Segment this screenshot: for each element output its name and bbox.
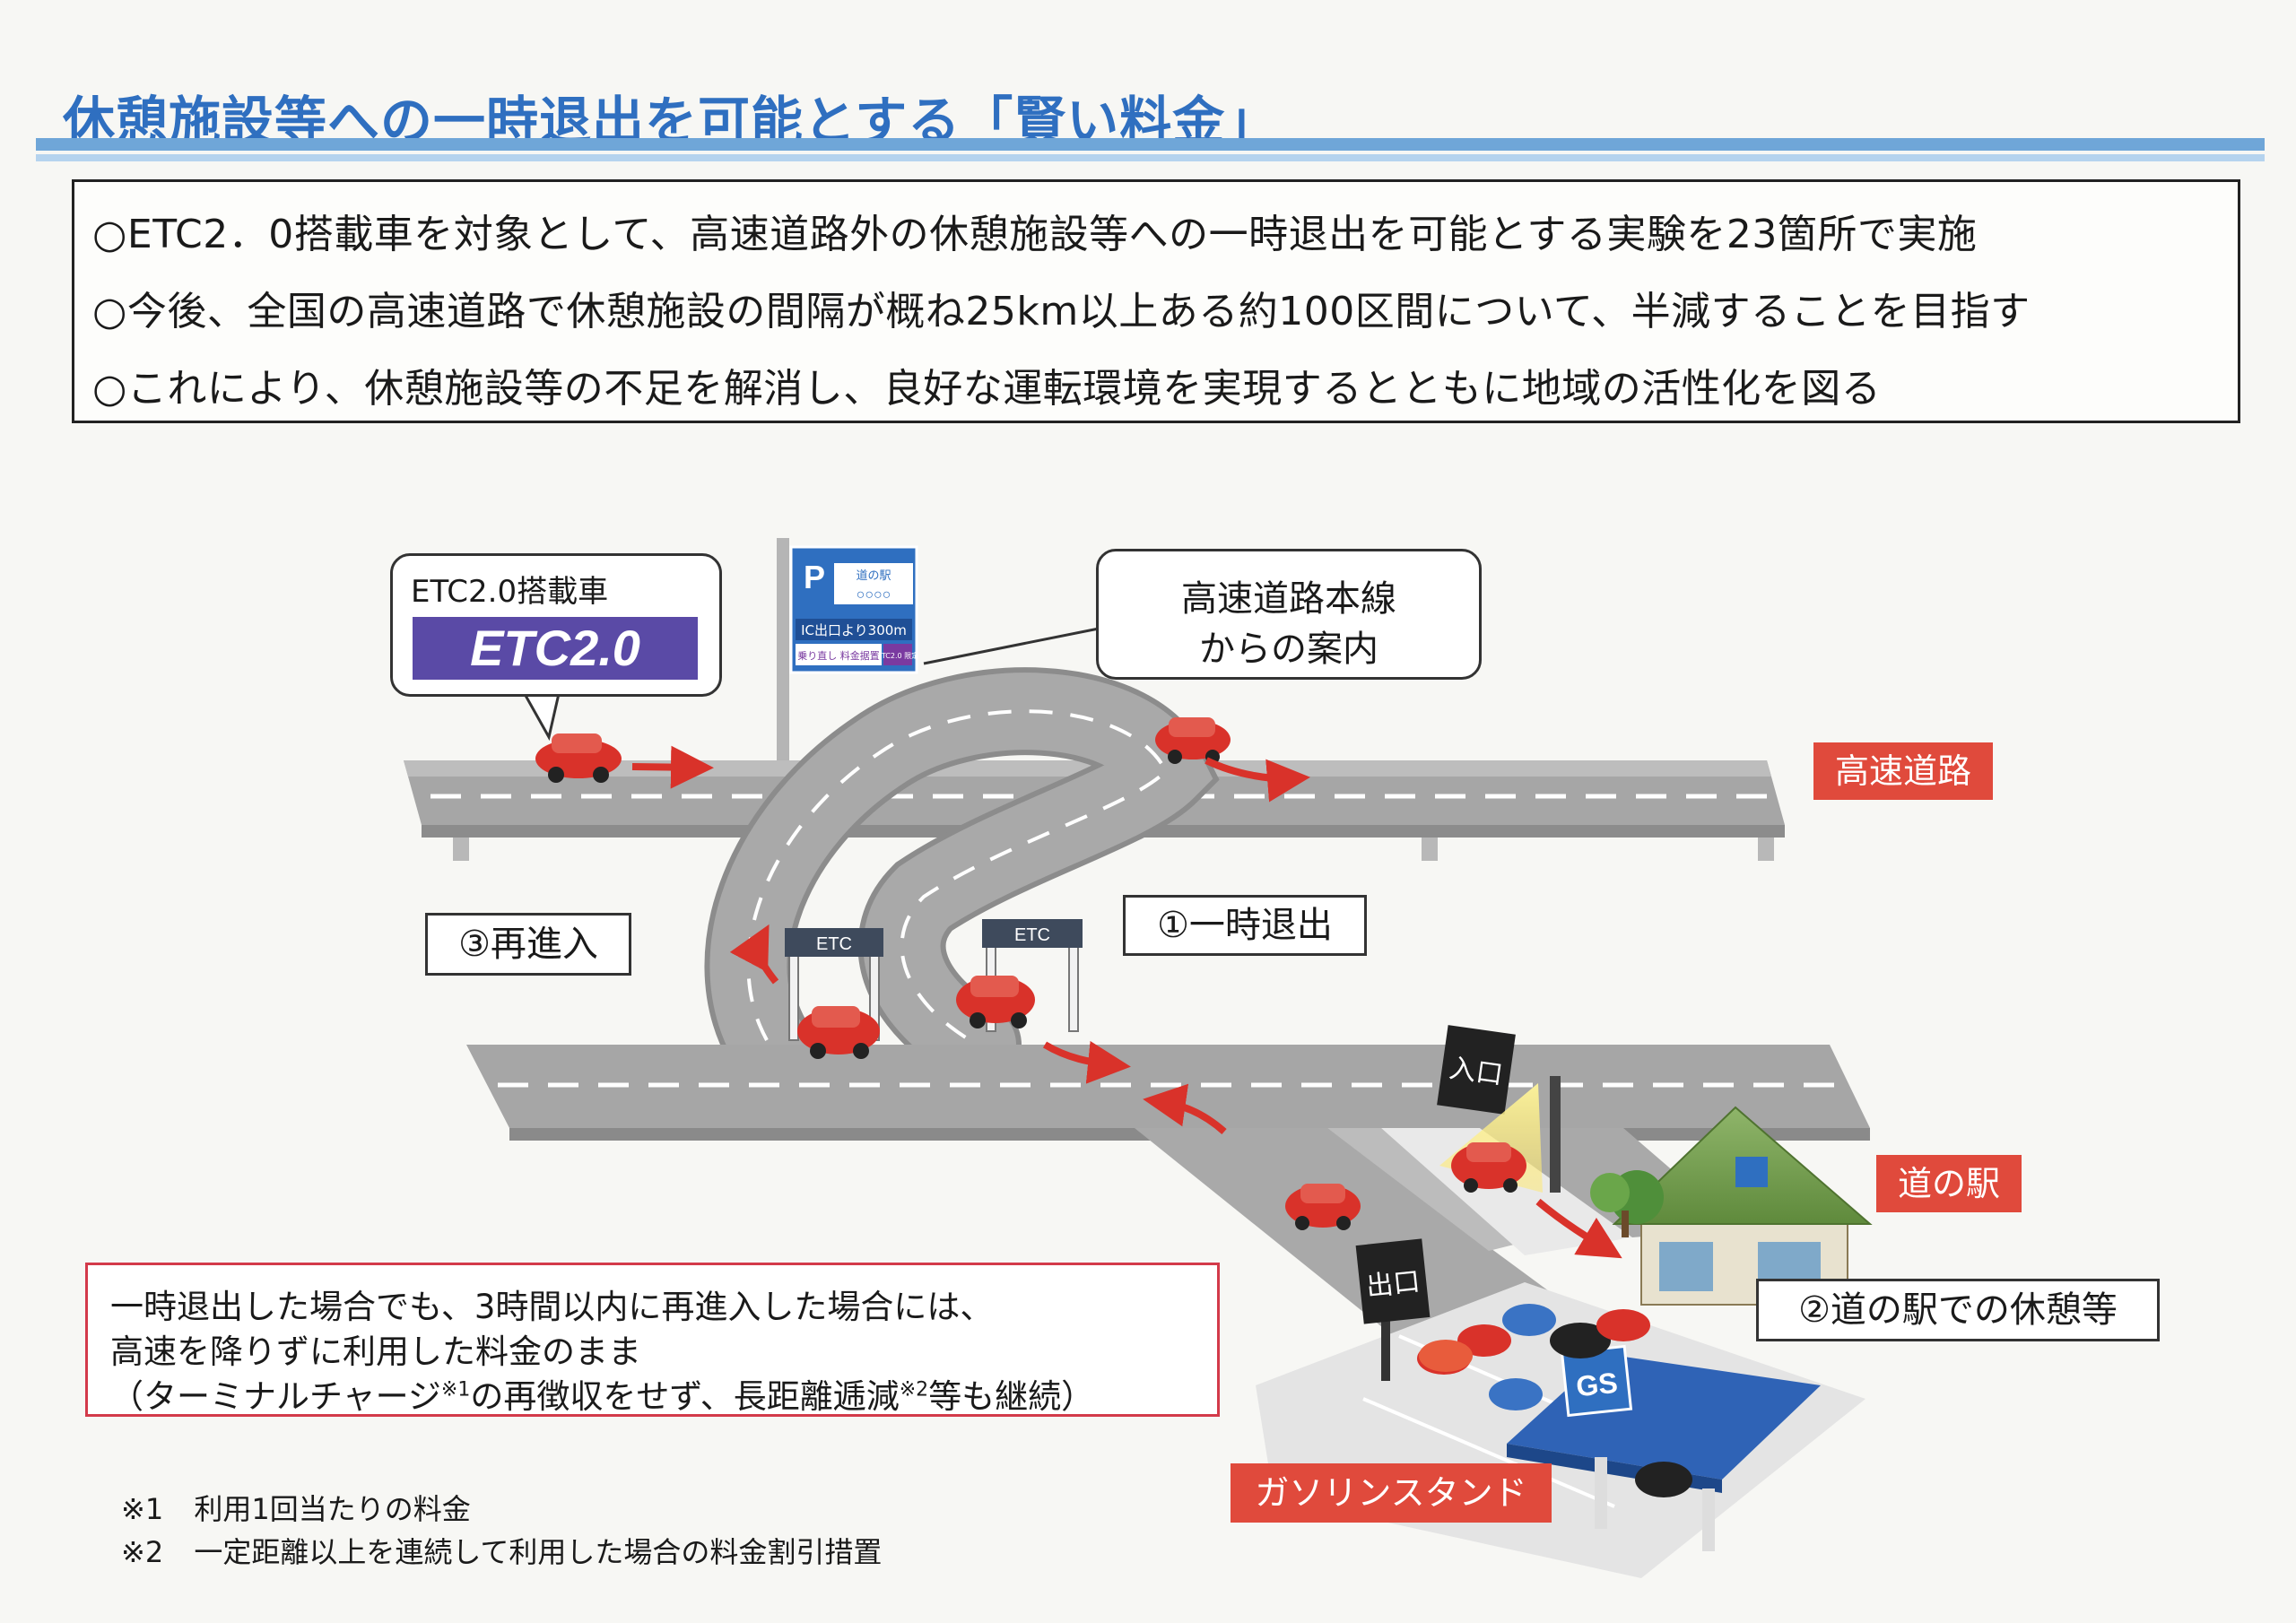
exit-signboard: 出口 — [1355, 1238, 1431, 1381]
sign-note: 乗り直し 料金据置 — [797, 649, 880, 662]
note-box: 一時退出した場合でも、3時間以内に再進入した場合には、 高速を降りずに利用した料… — [85, 1263, 1220, 1417]
michi-no-eki-tag: 道の駅 — [1876, 1155, 2022, 1212]
note-line-2: 高速を降りずに利用した料金のまま — [110, 1332, 641, 1371]
summary-line-3: ○これにより、休憩施設等の不足を解消し、良好な運転環境を実現するとともに地域の活… — [92, 366, 1882, 412]
interchange-ramp — [704, 667, 1220, 1089]
guide-callout-line1: 高速道路本線 — [1181, 578, 1396, 620]
car-entrance — [1451, 1142, 1526, 1193]
note-line-3-c: 等も継続） — [928, 1377, 1095, 1416]
note-sup-1: ※1 — [440, 1378, 471, 1402]
svg-text:P: P — [804, 559, 825, 595]
note-line-3-b: の再徴収をせず、長距離逓減 — [470, 1377, 900, 1416]
title-area: 休憩施設等への一時退出を可能とする「賢い料金」 — [36, 54, 2265, 161]
svg-text:○○○○: ○○○○ — [857, 587, 891, 603]
gs-sign-text: GS — [1575, 1367, 1620, 1403]
etc-logo: ETC2.0 — [413, 617, 698, 680]
general-road — [466, 1045, 1870, 1141]
route-arrows — [631, 745, 1622, 1259]
car-ramp-2 — [956, 976, 1035, 1028]
summary-line-1: ○ETC2．0搭載車を対象として、高速道路外の休憩施設等への一時退出を可能とする… — [92, 212, 1978, 257]
car-ramp-1 — [797, 1006, 880, 1059]
title-underline — [36, 138, 2265, 151]
exit-sign-text: 出口 — [1365, 1266, 1422, 1303]
gas-station-tag: ガソリンスタンド — [1231, 1463, 1552, 1523]
summary-box: ○ETC2．0搭載車を対象として、高速道路外の休憩施設等への一時退出を可能とする… — [72, 179, 2240, 423]
guide-callout-tail — [923, 626, 1104, 665]
car-access-road — [1285, 1184, 1361, 1230]
note-line-3-a: （ターミナルチャージ — [110, 1377, 441, 1416]
title-underline-light — [36, 154, 2265, 161]
entrance-sign-text: 入口 — [1448, 1053, 1505, 1091]
etc-callout: ETC2.0搭載車 ETC2.0 — [390, 553, 722, 697]
sign-station: 道の駅 — [856, 569, 891, 583]
step-rest-label: ②道の駅での休憩等 — [1756, 1279, 2160, 1341]
step-exit-label: ①一時退出 — [1123, 895, 1367, 956]
car-highway-2 — [1155, 717, 1231, 764]
guide-callout-line2: からの案内 — [1199, 629, 1378, 670]
expressway-tag: 高速道路 — [1813, 742, 1993, 800]
summary-line-2: ○今後、全国の高速道路で休憩施設の間隔が概ね25km以上ある約100区間について… — [92, 289, 2031, 334]
guide-callout: 高速道路本線 からの案内 — [1096, 549, 1482, 680]
parked-cars — [1417, 1304, 1692, 1497]
car-highway-1 — [535, 733, 622, 783]
footnote-1: ※1 利用1回当たりの料金 — [121, 1487, 471, 1528]
michi-no-eki-building — [1590, 1106, 1873, 1306]
note-line-1: 一時退出した場合でも、3時間以内に再進入した場合には、 — [110, 1288, 994, 1326]
sign-distance: IC出口より300m — [801, 622, 907, 638]
etc-callout-label: ETC2.0搭載車 — [411, 574, 609, 610]
etc-gantry-label: ETC — [816, 934, 852, 954]
guide-sign: P 道の駅 ○○○○ IC出口より300m 乗り直し 料金据置 ETC2.0 限… — [777, 538, 918, 760]
etc-gantry-label: ETC — [1014, 925, 1050, 945]
footnote-1-text: 利用1回当たりの料金 — [194, 1492, 471, 1526]
footnote-2: ※2 一定距離以上を連続して利用した場合の料金割引措置 — [121, 1530, 882, 1571]
note-sup-2: ※2 — [899, 1378, 929, 1402]
gas-station: GS — [1507, 1344, 1821, 1551]
footnote-2-mark: ※2 — [121, 1535, 164, 1569]
step-reenter-label: ③再進入 — [425, 913, 631, 976]
footnote-1-mark: ※1 — [121, 1492, 164, 1526]
sign-badge: ETC2.0 限定 — [877, 651, 918, 660]
footnote-2-text: 一定距離以上を連続して利用した場合の料金割引措置 — [194, 1535, 883, 1569]
note-line-3: （ターミナルチャージ※1の再徴収をせず、長距離逓減※2等も継続） — [110, 1369, 1094, 1418]
etc-gantry-left: ETC — [785, 928, 883, 1041]
